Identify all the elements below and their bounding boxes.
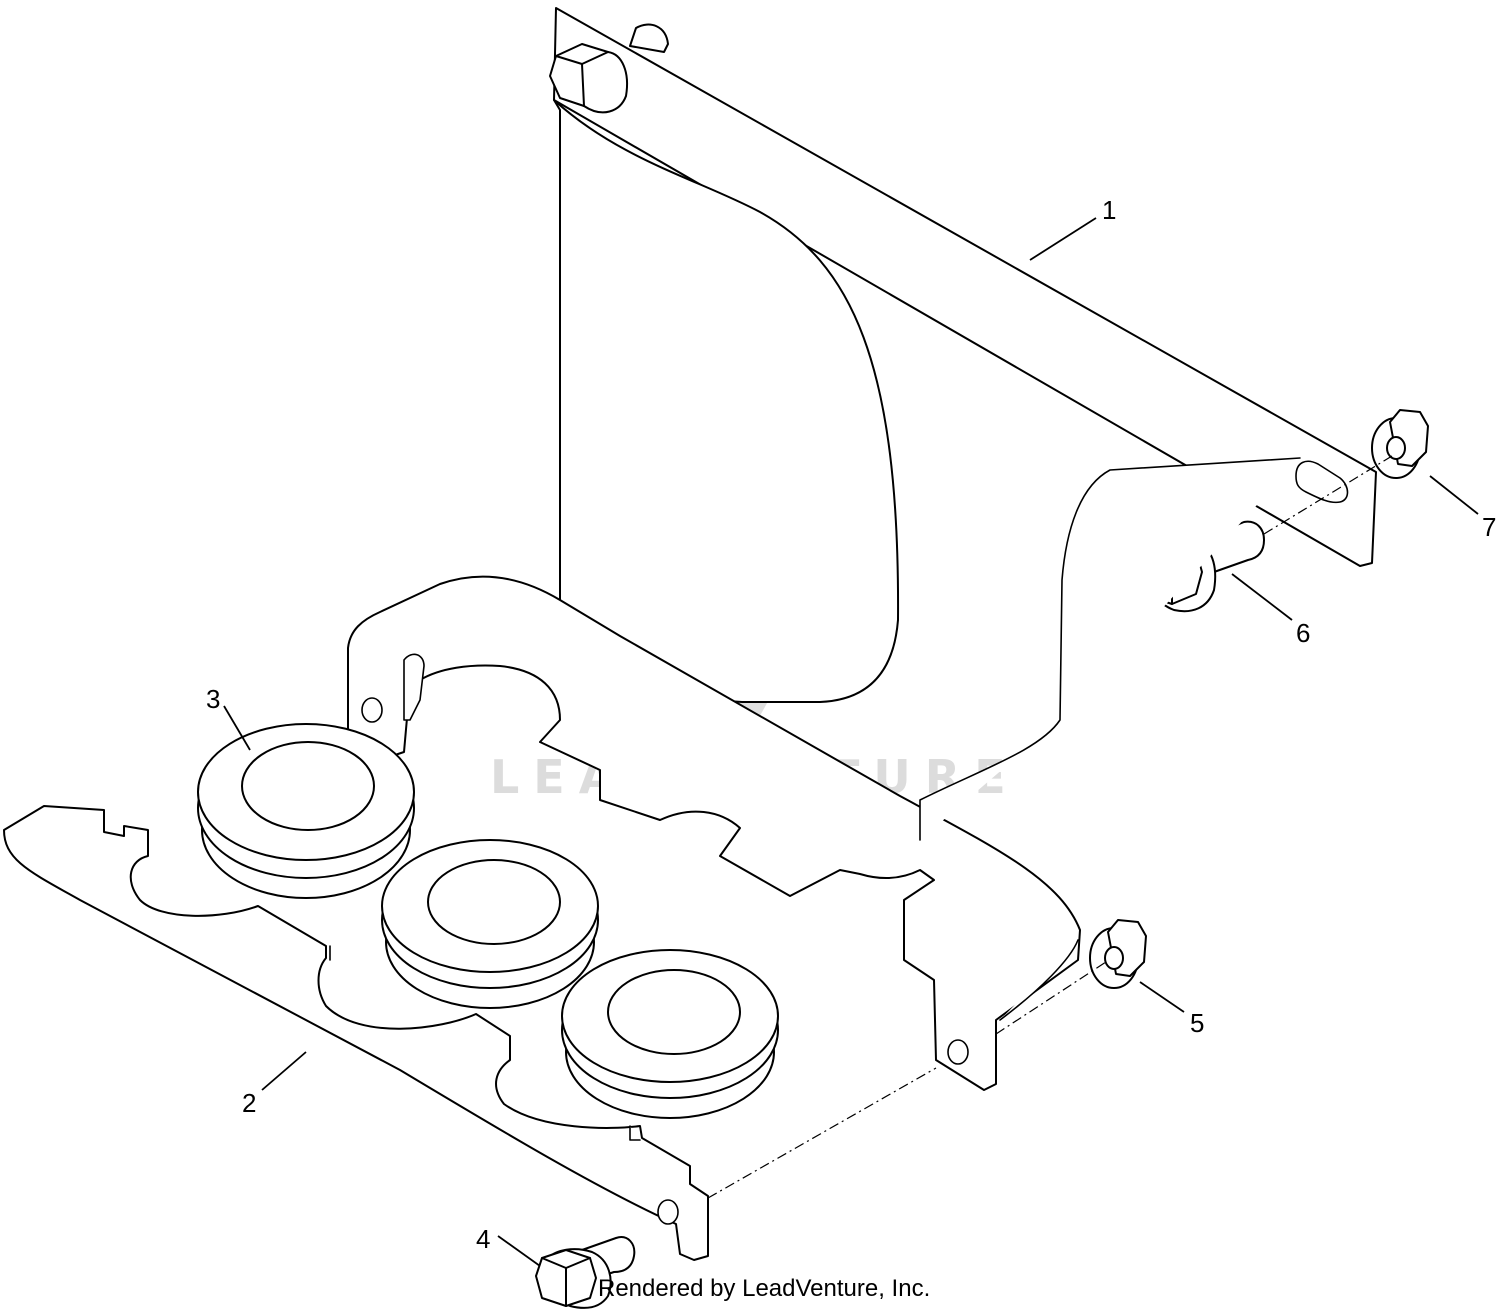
- part-3-grommet-b: [381, 839, 599, 1009]
- leader-line-4: [497, 1235, 541, 1267]
- leader-line-7: [1429, 475, 1479, 515]
- leader-line-6: [1231, 573, 1293, 621]
- part-5-flange-nut: [1089, 919, 1147, 989]
- leader-line-5: [1139, 981, 1185, 1013]
- callout-6: 6: [1296, 618, 1310, 648]
- render-credit: Rendered by LeadVenture, Inc.: [598, 1275, 931, 1302]
- callout-3: 3: [206, 684, 220, 714]
- callout-1: 1: [1102, 195, 1116, 225]
- part-7-flange-nut: [1371, 409, 1429, 479]
- middle-plate: [347, 575, 1081, 1091]
- assembly-line-plate-5: [995, 961, 1107, 1035]
- bracket-connector: [919, 457, 1301, 841]
- part-4-bolt: [535, 1236, 636, 1309]
- part-3-grommet-c: [561, 949, 779, 1119]
- part-2-bottom-plate: [3, 805, 709, 1261]
- part-1-bracket: [549, 7, 1377, 703]
- callout-4: 4: [476, 1224, 490, 1254]
- leader-line-3: [223, 705, 251, 751]
- part-3-grommet-a: [197, 723, 415, 899]
- assembly-line-4-5: [707, 1067, 937, 1199]
- callout-7: 7: [1482, 512, 1496, 542]
- leader-line-1: [1029, 217, 1097, 261]
- assembly-line-6-7: [1263, 455, 1393, 535]
- callout-5: 5: [1190, 1008, 1204, 1038]
- callout-2: 2: [242, 1088, 256, 1118]
- leader-line-2: [261, 1051, 307, 1091]
